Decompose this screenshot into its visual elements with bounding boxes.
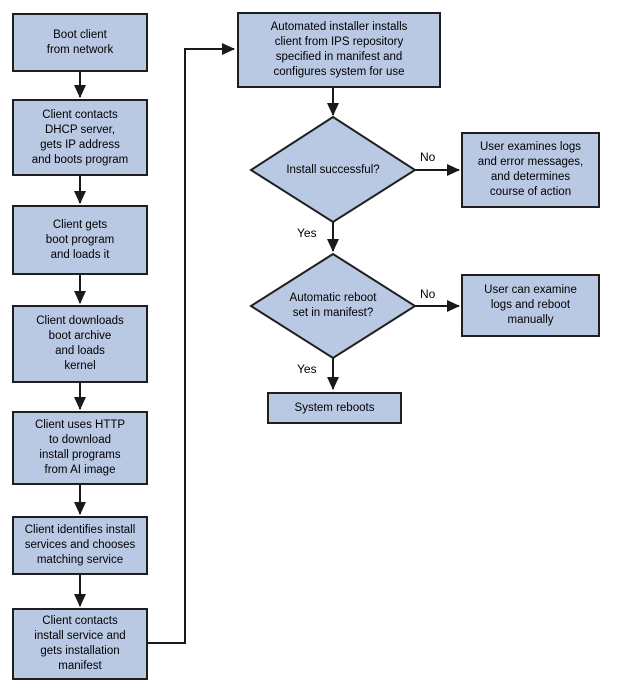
node-boot-client: Boot client from network <box>12 13 148 72</box>
node-http-download: Client uses HTTP to download install pro… <box>12 411 148 485</box>
edge-label-decision2-yes: Yes <box>297 362 317 376</box>
node-contact-install-service: Client contacts install service and gets… <box>12 608 148 680</box>
decision-install-successful-shape <box>249 115 417 224</box>
edge-label-decision1-yes: Yes <box>297 226 317 240</box>
node-system-reboots: System reboots <box>267 392 402 424</box>
node-boot-archive: Client downloads boot archive and loads … <box>12 305 148 383</box>
decision-automatic-reboot-label: Automatic reboot set in manifest? <box>289 292 377 319</box>
decision-install-successful-label: Install successful? <box>286 163 380 176</box>
connector-contact-to-installer <box>148 43 235 644</box>
edge-label-decision1-no: No <box>420 150 436 164</box>
node-user-can-examine: User can examine logs and reboot manuall… <box>461 274 600 337</box>
node-user-examines-logs: User examines logs and error messages, a… <box>461 132 600 208</box>
decision-automatic-reboot-shape <box>249 252 417 360</box>
edge-label-decision2-no: No <box>420 287 436 301</box>
node-automated-installer: Automated installer installs client from… <box>237 12 441 88</box>
node-identify-services: Client identifies install services and c… <box>12 516 148 575</box>
node-dhcp-contact: Client contacts DHCP server, gets IP add… <box>12 99 148 176</box>
node-boot-program: Client gets boot program and loads it <box>12 205 148 275</box>
